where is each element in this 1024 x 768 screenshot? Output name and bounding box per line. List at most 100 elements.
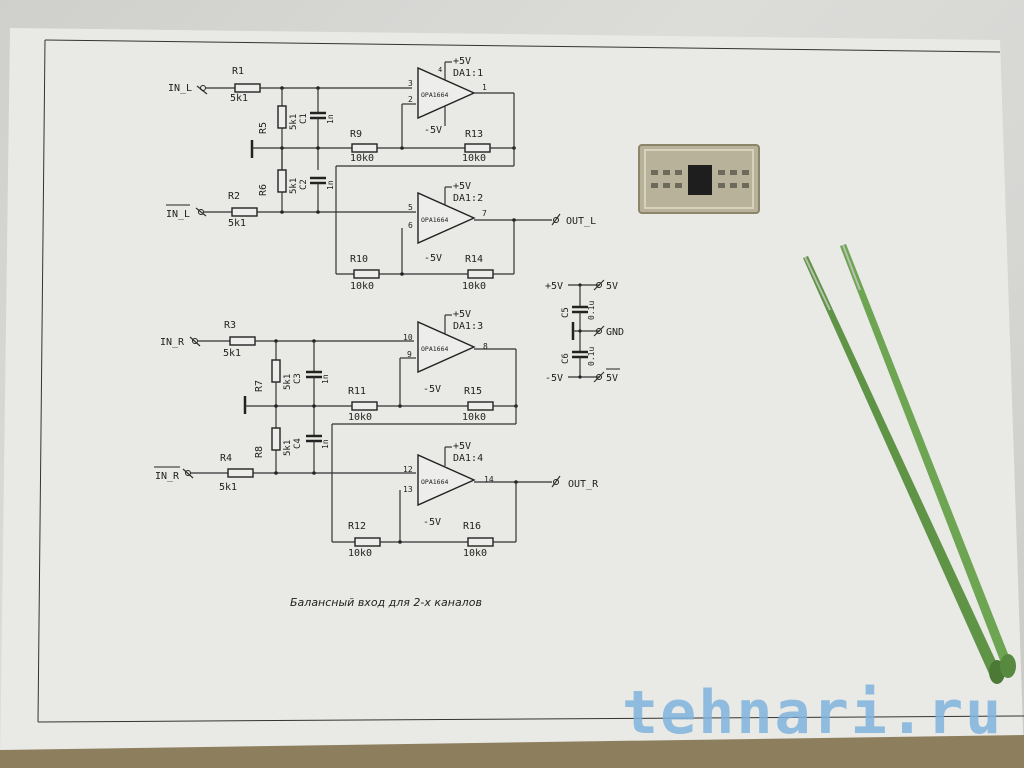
pin-label: 1 [482, 83, 487, 92]
ref-r13: R13 [465, 129, 483, 140]
ref-r8: R8 [254, 446, 265, 458]
opamp-ref: DA1:2 [453, 193, 483, 204]
val-r5: 5k1 [289, 114, 299, 130]
val-c1: 1n [326, 114, 335, 124]
pin-label: 4 [438, 66, 442, 74]
opamp-model-1: OPA1664 [421, 91, 448, 99]
ref-r15: R15 [464, 386, 482, 397]
port-in-l: IN_L [168, 83, 192, 94]
port-in-l-inv: IN_L [166, 209, 190, 220]
val-r8: 5k1 [283, 440, 293, 456]
opa1664-chip [688, 165, 712, 195]
ref-c4: C4 [293, 438, 303, 449]
resistor-r8 [271, 427, 281, 451]
opamp-model-2: OPA1664 [421, 216, 448, 224]
val-r4: 5k1 [219, 482, 237, 493]
pin-label: 3 [408, 79, 413, 88]
ref-r11: R11 [348, 386, 366, 397]
supply-pos-label: +5V [453, 441, 471, 452]
resistor-r5 [277, 105, 287, 129]
val-r12: 10k0 [348, 548, 372, 559]
resistor-r9 [351, 143, 378, 153]
val-c3: 1n [321, 374, 330, 384]
val-c4: 1n [321, 439, 330, 449]
ref-r2: R2 [228, 191, 240, 202]
ref-c2: C2 [299, 179, 309, 190]
pin-label: 8 [483, 342, 488, 351]
ref-r4: R4 [220, 453, 232, 464]
resistor-r13 [464, 143, 491, 153]
val-r15: 10k0 [462, 412, 486, 423]
pin-label: 13 [403, 485, 413, 494]
resistor-r3 [229, 336, 256, 346]
resistor-r7 [271, 359, 281, 383]
pwr-neg: 5V [606, 373, 618, 384]
val-r2: 5k1 [228, 218, 246, 229]
ref-r12: R12 [348, 521, 366, 532]
ref-r6: R6 [258, 184, 269, 196]
resistor-r14 [467, 269, 494, 279]
opamp-ref: DA1:4 [453, 453, 483, 464]
frame-border-top [44, 39, 1001, 53]
supply-pos-label: +5V [453, 56, 471, 67]
resistor-r11 [351, 401, 378, 411]
opamp-da1-3 [417, 320, 476, 374]
resistor-r6 [277, 169, 287, 193]
tweezers [803, 244, 1016, 684]
val-c2: 1n [326, 180, 335, 190]
ref-r16: R16 [463, 521, 481, 532]
power-decoupling-circuit: +5V 5V C5 0.1u GND C6 0.1u -5V 5V [545, 279, 624, 384]
val-r7: 5k1 [283, 374, 293, 390]
frame-border-left [37, 39, 46, 723]
resistor-r15 [467, 401, 494, 411]
pin-label: 10 [403, 333, 413, 342]
val-r10: 10k0 [350, 281, 374, 292]
supply-pos-label: +5V [453, 309, 471, 320]
left-channel-circuit: IN_L R1 5k1 R5 5k1 C1 1n R9 10k0 R [166, 56, 596, 292]
port-out-r: OUT_R [568, 479, 599, 490]
port-in-r: IN_R [160, 337, 185, 348]
opamp-model-4: OPA1664 [421, 478, 448, 486]
ref-r10: R10 [350, 254, 368, 265]
val-r6: 5k1 [289, 178, 299, 194]
val-r16: 10k0 [463, 548, 487, 559]
frame-border-bottom [37, 715, 1024, 723]
resistor-r1 [234, 83, 261, 93]
pin-label: 12 [403, 465, 413, 474]
resistor-r4 [227, 468, 254, 478]
ref-r14: R14 [465, 254, 483, 265]
supply-neg-label: -5V [424, 125, 442, 136]
right-channel-circuit: IN_R R3 5k1 R7 5k1 C3 1n R11 10k0 R15 10… [154, 309, 599, 559]
resistor-r16 [467, 537, 494, 547]
pin-label: 6 [408, 221, 413, 230]
resistor-r12 [354, 537, 381, 547]
ref-c3: C3 [293, 373, 303, 384]
val-r11: 10k0 [348, 412, 372, 423]
supply-neg-label: -5V [424, 253, 442, 264]
val-r9: 10k0 [350, 153, 374, 164]
ref-r9: R9 [350, 129, 362, 140]
ref-r1: R1 [232, 66, 244, 77]
pin-label: 5 [408, 203, 413, 212]
supply-neg-label: -5V [423, 517, 441, 528]
val-c6: 0.1u [587, 347, 596, 366]
opamp-da1-4 [417, 453, 476, 507]
ref-c5: C5 [561, 307, 571, 318]
val-r3: 5k1 [223, 348, 241, 359]
pwr-gnd: GND [606, 327, 624, 338]
opamp-ref: DA1:3 [453, 321, 483, 332]
opamp-model-3: OPA1664 [421, 345, 448, 353]
table-edge [0, 735, 1024, 768]
pwr-pos: 5V [606, 281, 618, 292]
ref-c6: C6 [561, 353, 571, 364]
opamp-da1-1 [417, 66, 476, 120]
schematic-caption: Балансный вход для 2-х каналов [290, 596, 482, 609]
opamp-ref: DA1:1 [453, 68, 483, 79]
resistor-r10 [353, 269, 380, 279]
pin-label: 2 [408, 95, 413, 104]
resistor-r2 [231, 207, 258, 217]
watermark: tehnari.ru [622, 678, 1003, 748]
ref-r7: R7 [254, 380, 265, 392]
pin-label: 14 [484, 475, 494, 484]
